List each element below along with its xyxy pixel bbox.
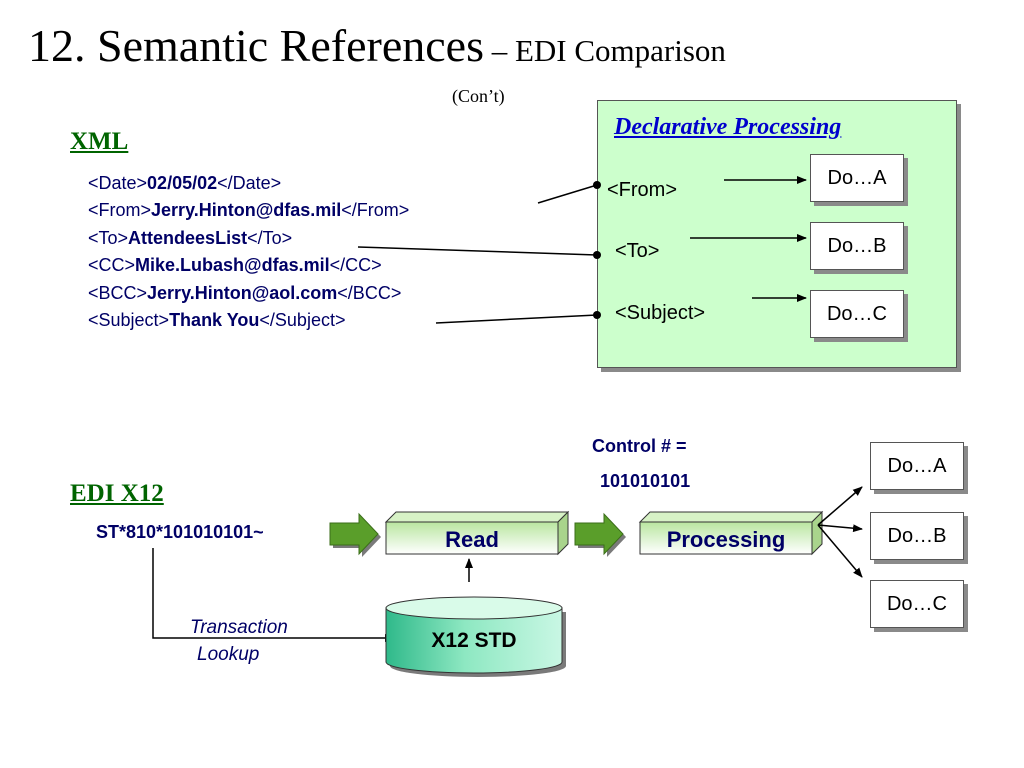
xml-line-to: <To>AttendeesList</To>: [88, 225, 409, 252]
edi-heading: EDI X12: [70, 480, 164, 507]
edi-action-box-b: Do…B: [870, 512, 964, 560]
slide-title-sub: – EDI Comparison: [483, 33, 726, 68]
field-subject: <Subject>: [615, 302, 706, 324]
processing-label: Processing: [666, 527, 786, 552]
action-box-b: Do…B: [810, 222, 904, 270]
xml-line-cc: <CC>Mike.Lubash@dfas.mil</CC>: [88, 252, 409, 279]
xml-close-tag: </From>: [341, 200, 410, 221]
lookup-arrow: [152, 548, 395, 642]
xml-open-tag: <To>: [88, 227, 129, 248]
edi-action-box-c: Do…C: [870, 580, 964, 628]
read-label: Read: [445, 527, 499, 552]
edi-action-box-a: Do…A: [870, 442, 964, 490]
continued-note: (Con’t): [452, 86, 505, 106]
xml-open-tag: <Subject>: [88, 310, 170, 331]
xml-value: Jerry.Hinton@dfas.mil: [151, 200, 342, 221]
xml-close-tag: </BCC>: [337, 282, 402, 303]
transaction-lookup-note: Transaction Lookup: [190, 614, 288, 668]
lookup-line-1: Transaction: [190, 617, 288, 638]
xml-value: AttendeesList: [128, 227, 248, 248]
xml-line-bcc: <BCC>Jerry.Hinton@aol.com</BCC>: [88, 280, 409, 307]
xml-heading: XML: [70, 128, 129, 155]
xml-close-tag: </Subject>: [259, 310, 346, 331]
panel-arrows: [690, 176, 807, 302]
field-from: <From>: [607, 179, 678, 201]
xml-line-from: <From>Jerry.Hinton@dfas.mil</From>: [88, 197, 409, 224]
slide-title-main: 12. Semantic References: [28, 20, 484, 71]
action-box-a: Do…A: [810, 154, 904, 202]
lookup-line-2: Lookup: [197, 644, 260, 665]
processing-box: [638, 510, 824, 556]
xml-open-tag: <BCC>: [88, 282, 148, 303]
xml-open-tag: <Date>: [88, 173, 148, 193]
x12-std-database-icon: [385, 596, 566, 677]
xml-line-subject: <Subject>Thank You</Subject>: [88, 307, 409, 334]
xml-open-tag: <CC>: [88, 255, 136, 276]
control-number-label: Control # =: [592, 436, 687, 456]
xml-value: 02/05/02: [147, 173, 218, 193]
xml-open-tag: <From>: [88, 200, 152, 221]
read-box: [384, 510, 570, 556]
action-box-c: Do…C: [810, 290, 904, 338]
field-to: <To>: [615, 240, 660, 262]
xml-value: Jerry.Hinton@aol.com: [147, 282, 338, 303]
green-arrow-2: [574, 512, 626, 557]
edi-segment: ST*810*101010101~: [96, 522, 264, 542]
xml-value: Mike.Lubash@dfas.mil: [135, 255, 330, 276]
xml-connector-lines: [357, 181, 601, 324]
xml-close-tag: </Date>: [217, 173, 282, 193]
xml-close-tag: </CC>: [329, 255, 382, 276]
xml-value: Thank You: [169, 310, 260, 331]
xml-code-block: <Date>02/05/02</Date> <From>Jerry.Hinton…: [88, 170, 409, 334]
xml-line-date: <Date>02/05/02</Date>: [88, 170, 409, 197]
green-arrow-1: [329, 512, 381, 557]
slide-title: 12. Semantic References – EDI Comparison: [28, 18, 726, 79]
x12-std-label: X12 STD: [431, 629, 517, 652]
control-number-value: 101010101: [600, 471, 691, 491]
declarative-processing-title: Declarative Processing: [614, 114, 842, 140]
xml-close-tag: </To>: [247, 227, 293, 248]
fanout-arrows: [817, 486, 863, 578]
